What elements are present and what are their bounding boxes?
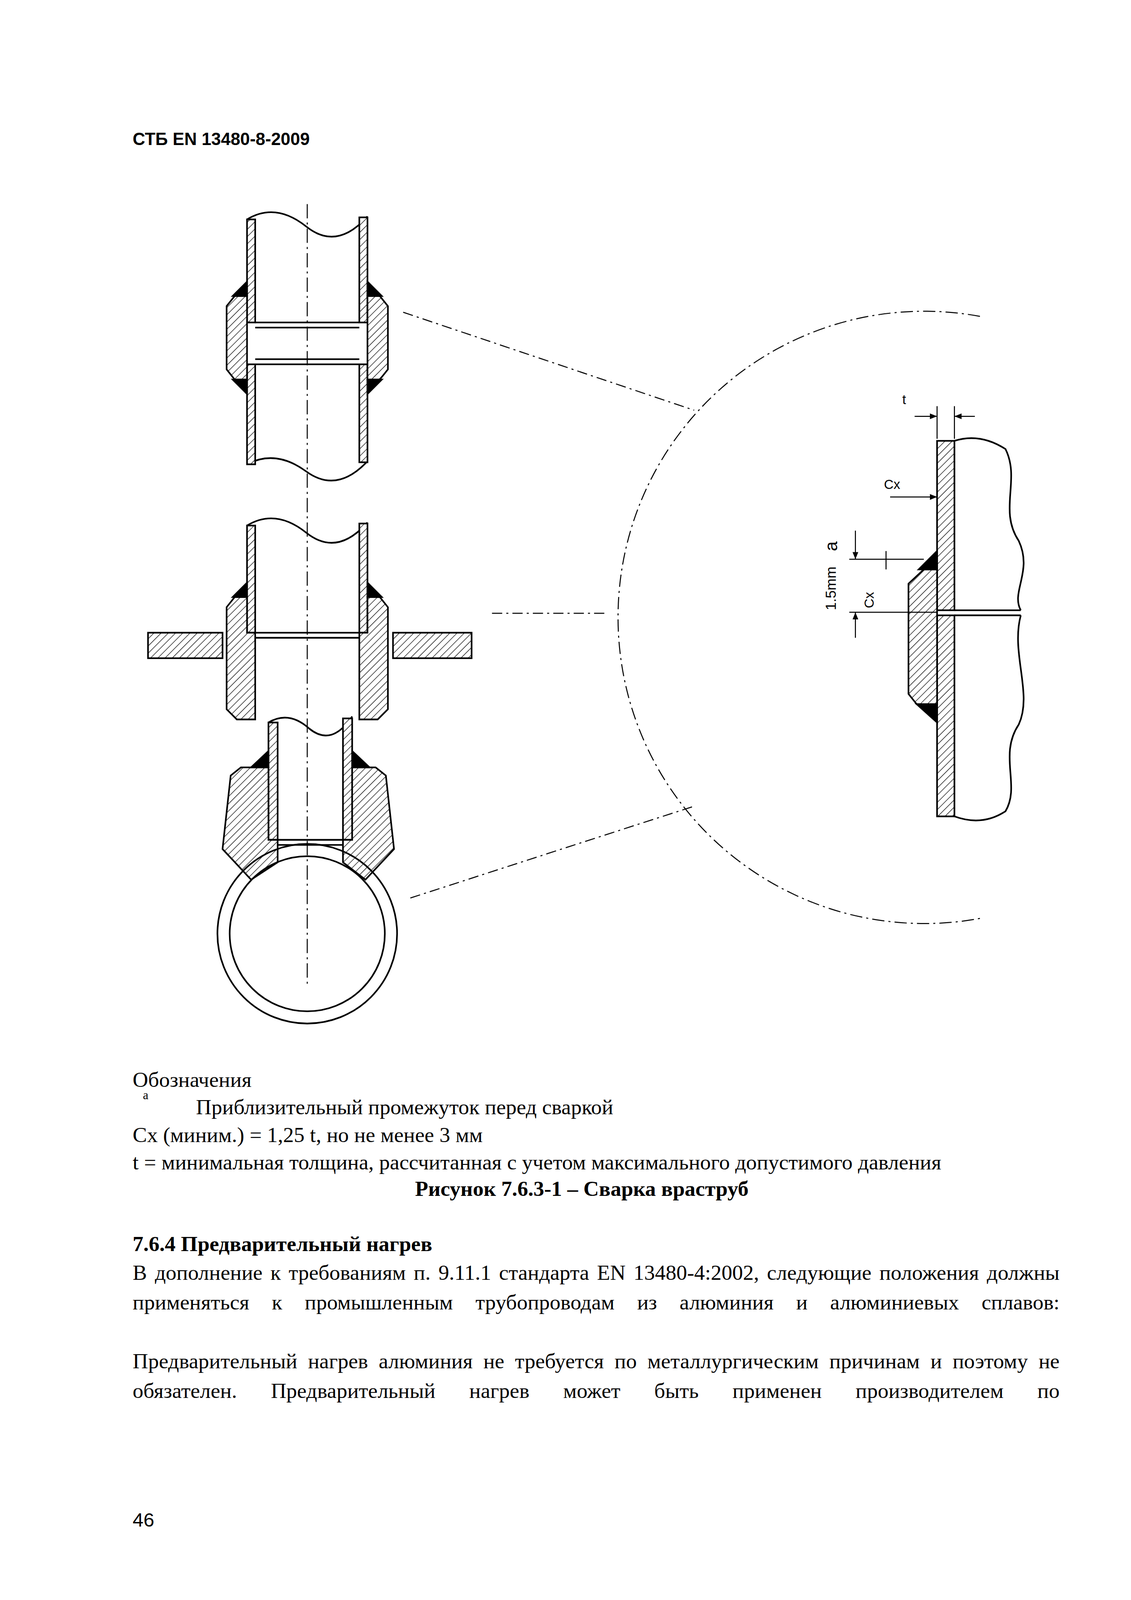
legend-line: Приблизительный промежуток перед сваркой [196, 1094, 614, 1121]
dimension-label: t [902, 391, 907, 409]
legend-line: t = минимальная толщина, рассчитанная с … [132, 1149, 942, 1177]
figure-caption: Рисунок 7.6.3-1 – Сварка враструб [132, 1177, 1032, 1203]
paragraph: В дополнение к требованиям п. 9.11.1 ста… [132, 1258, 1060, 1319]
dimension-label: Cx [884, 476, 901, 494]
page-number: 46 [132, 1508, 155, 1533]
legend-heading: Обозначения [132, 1066, 252, 1094]
document-header: СТБ EN 13480-8-2009 [132, 128, 310, 151]
dimension-label: 1.5mm [822, 566, 841, 611]
paragraph: Предварительный нагрев алюминия не требу… [132, 1347, 1060, 1407]
footnote-mark: a [142, 1088, 149, 1104]
legend-line: Cx (миним.) = 1,25 t, но не менее 3 мм [132, 1121, 483, 1149]
section-heading: 7.6.4 Предварительный нагрев [132, 1230, 433, 1258]
dimension-label: Cx [861, 592, 878, 609]
footnote-mark: a [820, 541, 843, 552]
